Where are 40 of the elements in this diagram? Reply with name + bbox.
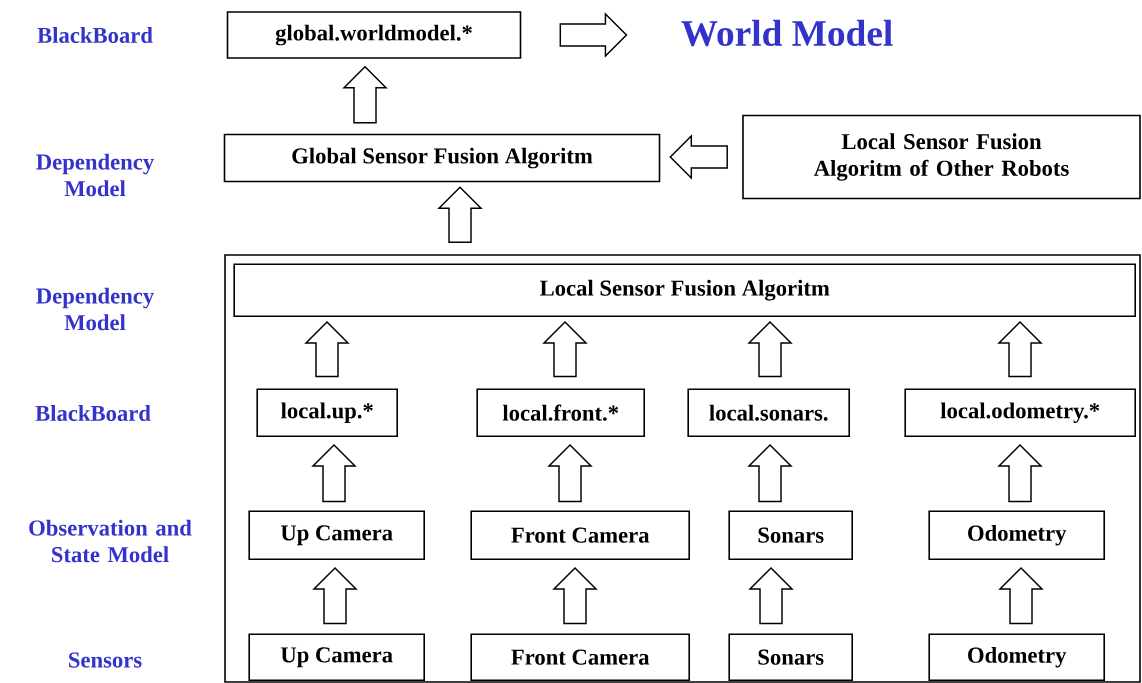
block-arrow	[998, 566, 1044, 625]
process-box: local.sonars.	[687, 388, 850, 437]
process-box: Sonars	[728, 633, 853, 681]
process-box: Global Sensor Fusion Algoritm	[223, 133, 661, 183]
row-label: Dependency Model	[36, 287, 154, 331]
block-arrow	[669, 134, 728, 180]
block-arrow	[748, 566, 794, 625]
row-label: Observation and State Model	[29, 519, 192, 563]
process-box: Odometry	[928, 633, 1105, 681]
block-arrow	[547, 443, 593, 503]
row-label: BlackBoard	[37, 27, 153, 43]
block-arrow	[342, 65, 388, 124]
block-arrow	[747, 443, 793, 503]
process-box: Local Sensor Fusion Algoritm	[233, 263, 1136, 317]
process-box: Sonars	[728, 510, 853, 560]
row-label: Sensors	[69, 652, 142, 668]
container-box	[224, 254, 1141, 683]
block-arrow	[437, 186, 483, 243]
row-label: Dependency Model	[36, 153, 154, 197]
block-arrow	[552, 566, 598, 625]
block-arrow	[747, 320, 793, 378]
block-arrow	[542, 320, 588, 378]
block-arrow	[311, 443, 357, 503]
process-box: Front Camera	[470, 633, 690, 681]
process-box: Local Sensor Fusion Algoritm of Other Robots	[742, 114, 1141, 200]
block-arrow	[559, 12, 628, 58]
block-arrow	[304, 320, 350, 378]
process-box: global.worldmodel.*	[226, 11, 522, 59]
process-box: local.odometry.*	[904, 388, 1136, 437]
block-arrow	[997, 443, 1043, 503]
process-box: Up Camera	[248, 510, 425, 560]
block-arrow	[312, 566, 358, 625]
title-text: World Model	[681, 19, 893, 47]
process-box: Up Camera	[248, 633, 425, 681]
process-box: local.up.*	[256, 388, 398, 437]
process-box: Odometry	[928, 510, 1105, 560]
block-arrow	[997, 320, 1043, 378]
process-box: Front Camera	[470, 510, 690, 560]
row-label: BlackBoard	[35, 405, 151, 421]
process-box: local.front.*	[476, 388, 645, 437]
